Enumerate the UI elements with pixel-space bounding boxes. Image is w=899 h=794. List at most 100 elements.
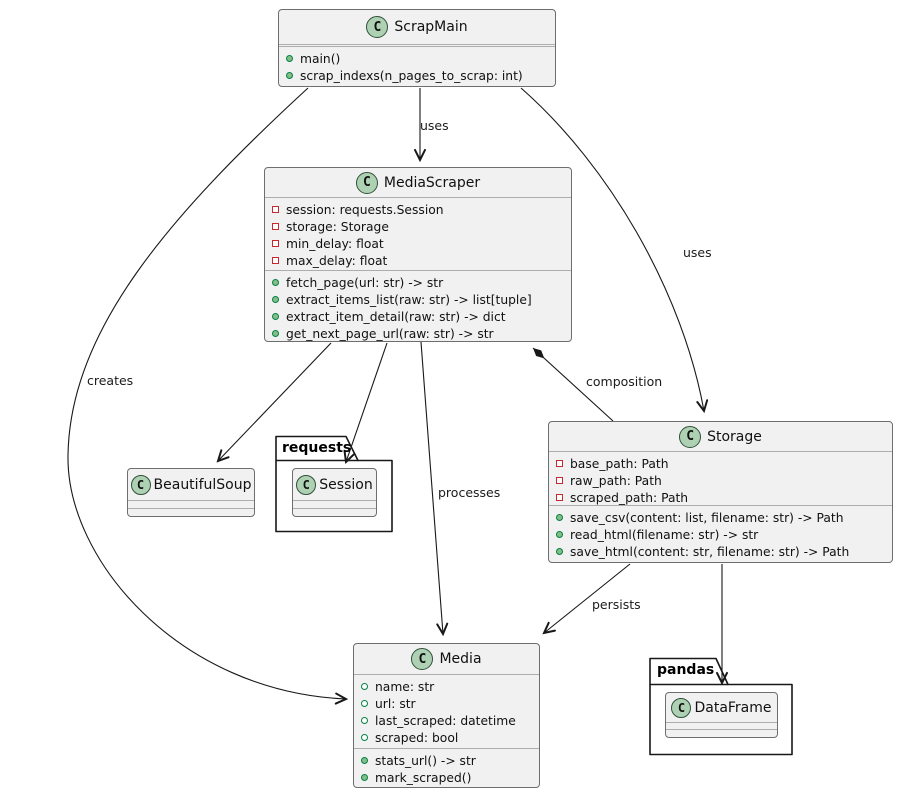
class-scrapmain: C ScrapMain main() scrap_indexs(n_pages_… [278,9,556,87]
class-dataframe: C DataFrame [665,692,778,738]
package-label-requests: requests [282,440,352,456]
edge-label-composition: composition [586,374,663,389]
field-row: max_delay: float [265,252,571,269]
class-icon: C [411,648,434,670]
public-field-icon [361,700,368,707]
class-title: ScrapMain [394,19,468,35]
field-row: min_delay: float [265,235,571,252]
public-method-icon [556,514,563,521]
class-icon: C [130,474,151,495]
public-method-icon [361,774,368,781]
class-media-header: C Media [354,644,539,674]
method-row: fetch_page(url: str) -> str [265,274,571,291]
method-row: read_html(filename: str) -> str [549,526,892,543]
class-mediascraper: C MediaScraper session: requests.Session… [264,167,572,342]
class-icon: C [366,16,389,38]
fields-compartment [279,44,555,46]
class-storage-header: C Storage [549,422,892,451]
method-row: stats_url() -> str [354,752,539,769]
public-method-icon [272,330,279,337]
edge-label-uses-2: uses [683,245,712,260]
class-icon: C [355,171,378,194]
field-row: name: str [354,678,539,695]
methods-compartment: save_csv(content: list, filename: str) -… [549,505,892,562]
field-row: scraped_path: Path [549,489,892,506]
private-field-icon [272,223,279,230]
method-row: get_next_page_url(raw: str) -> str [265,325,571,342]
field-row: last_scraped: datetime [354,712,539,729]
edge-mediascraper-session [346,342,388,462]
class-dataframe-header: C DataFrame [666,693,777,722]
public-method-icon [556,531,563,538]
field-row: scraped: bool [354,729,539,746]
edge-storage-composition-mediascraper [532,347,614,422]
class-storage: C Storage base_path: Path raw_path: Path… [548,421,893,563]
edge-mediascraper-processes-media [420,341,443,634]
package-label-pandas: pandas [657,662,715,678]
edge-scrapmain-creates-media [67,87,346,699]
methods-compartment: fetch_page(url: str) -> str extract_item… [265,270,571,344]
fields-compartment: base_path: Path raw_path: Path scraped_p… [549,451,892,505]
edge-label-persists: persists [592,597,641,612]
public-method-icon [286,55,293,62]
edge-storage-persists-media [544,563,631,633]
private-field-icon [272,206,279,213]
methods-compartment [128,508,254,516]
class-title: Storage [707,428,762,445]
class-icon: C [296,474,317,495]
edge-label-processes: processes [438,485,501,500]
public-method-icon [272,313,279,320]
private-field-icon [556,494,563,501]
public-method-icon [272,279,279,286]
private-field-icon [272,240,279,247]
fields-compartment [666,722,777,729]
class-beautifulsoup: C BeautifulSoup [127,468,255,517]
public-method-icon [361,757,368,764]
fields-compartment [128,500,254,508]
private-field-icon [272,257,279,264]
field-row: session: requests.Session [265,201,571,218]
class-session-header: C Session [293,469,376,500]
class-title: DataFrame [694,699,772,716]
private-field-icon [556,477,563,484]
public-field-icon [361,734,368,741]
class-title: BeautifulSoup [153,476,252,493]
field-row: raw_path: Path [549,472,892,489]
method-row: scrap_indexs(n_pages_to_scrap: int) [279,67,555,84]
methods-compartment: stats_url() -> str mark_scraped() [354,748,539,788]
class-scrapmain-header: C ScrapMain [279,10,555,44]
fields-compartment: session: requests.Session storage: Stora… [265,197,571,270]
methods-compartment: main() scrap_indexs(n_pages_to_scrap: in… [279,46,555,86]
method-row: extract_items_list(raw: str) -> list[tup… [265,291,571,308]
field-row: storage: Storage [265,218,571,235]
class-media: C Media name: str url: str last_scraped:… [353,643,540,788]
public-field-icon [361,683,368,690]
method-row: main() [279,50,555,67]
class-session: C Session [292,468,377,517]
fields-compartment [293,500,376,508]
class-mediascraper-header: C MediaScraper [265,168,571,197]
methods-compartment [666,729,777,737]
edge-label-uses-1: uses [420,118,449,133]
class-icon: C [679,425,702,448]
class-icon: C [671,697,692,718]
class-title: MediaScraper [383,174,481,191]
public-method-icon [272,296,279,303]
public-method-icon [556,548,563,555]
edge-mediascraper-beautifulsoup [218,342,332,461]
method-row: save_csv(content: list, filename: str) -… [549,509,892,526]
method-row: save_html(content: str, filename: str) -… [549,543,892,560]
method-row: mark_scraped() [354,769,539,786]
edge-scrapmain-uses-storage [520,87,704,411]
class-title: Session [319,476,373,493]
method-row: extract_item_detail(raw: str) -> dict [265,308,571,325]
methods-compartment [293,508,376,516]
edge-label-creates: creates [87,373,134,388]
class-title: Media [439,651,482,667]
private-field-icon [556,460,563,467]
field-row: url: str [354,695,539,712]
public-method-icon [286,72,293,79]
field-row: base_path: Path [549,455,892,472]
fields-compartment: name: str url: str last_scraped: datetim… [354,674,539,748]
